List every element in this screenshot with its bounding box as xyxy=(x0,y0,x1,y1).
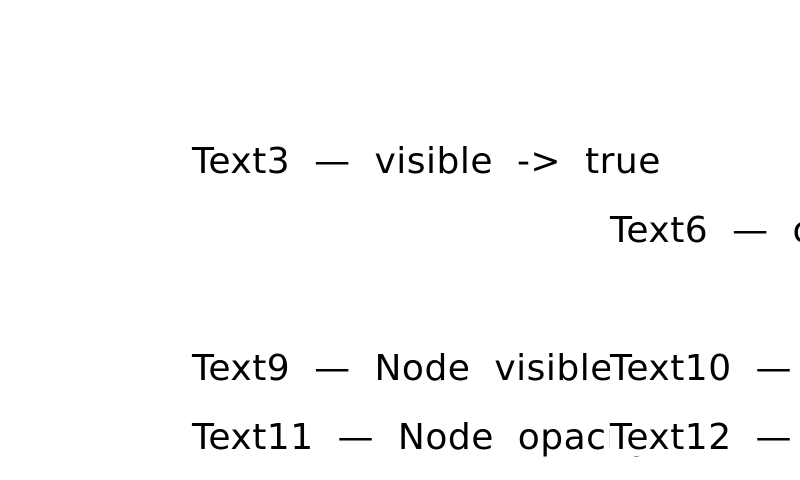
text-run-text3: Text3 — visible -> true xyxy=(192,141,661,182)
text-run-text12: Text12 — Nod xyxy=(610,420,800,456)
text-run-text6: Text6 — opac xyxy=(610,213,800,249)
text-run-text10: Text10 — Nod xyxy=(610,351,800,387)
